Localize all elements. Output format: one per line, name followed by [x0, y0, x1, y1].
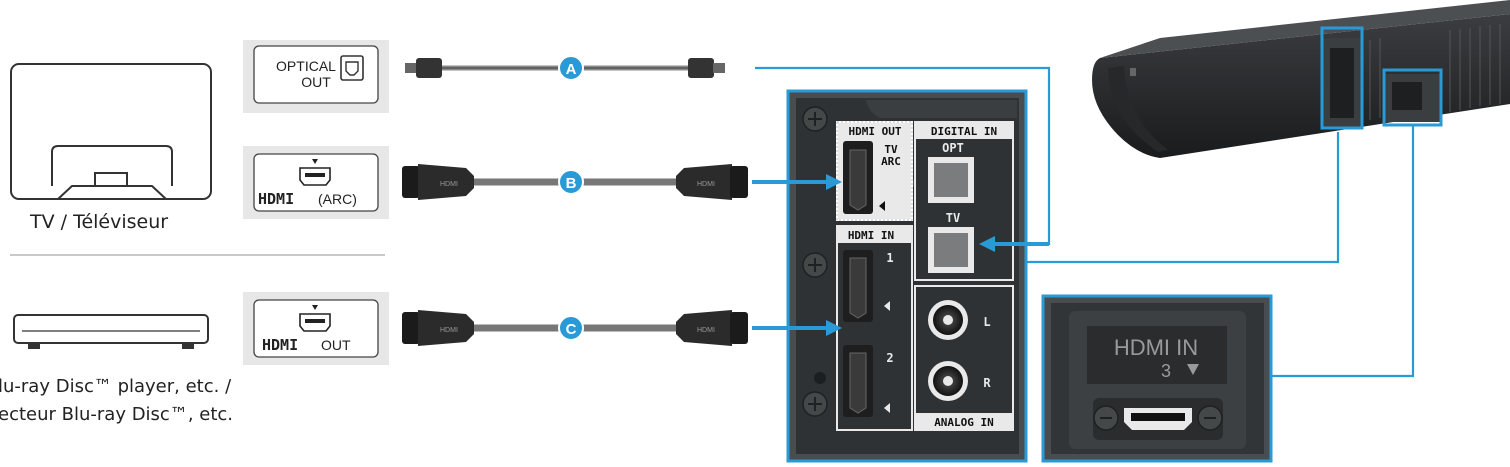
hdmi-plug-icon: HDMI [676, 310, 748, 346]
rear-panel: HDMI OUT TV ARC DIGITAL IN OPT TV HDMI I… [786, 89, 1028, 463]
panel-tv-arc-line1: TV [884, 143, 898, 156]
hdmi-port-icon [299, 167, 331, 186]
rca-jack-icon [928, 300, 968, 340]
arrow-icon [884, 403, 890, 413]
hdmi-logo-icon: HDMI [258, 190, 294, 208]
cable-c: HDMI HDMI C [402, 310, 748, 346]
svg-text:HDMI: HDMI [697, 327, 715, 334]
hdmi-plug-icon: HDMI [402, 164, 474, 200]
hdmi-arc-suffix: (ARC) [318, 191, 357, 207]
panel-hdmi-in-2: 2 [886, 351, 893, 365]
cable-marker-a: A [566, 61, 577, 78]
hdmi-plug-icon: HDMI [402, 310, 474, 346]
panel-tv-label: TV [946, 211, 960, 225]
svg-text:HDMI: HDMI [440, 327, 458, 334]
hdmi-logo-icon: HDMI [262, 336, 298, 354]
panel-hdmi-in-label: HDMI IN [848, 229, 894, 242]
hdmi-plug-icon: HDMI [676, 164, 748, 200]
hdmi-port-icon [1124, 408, 1192, 430]
arrow-icon [884, 301, 890, 311]
tv-icon [10, 63, 212, 200]
soundbar-icon [1092, 0, 1510, 158]
panel-tv-arc-line2: ARC [881, 155, 901, 168]
panel-analog-r: R [983, 376, 991, 390]
connection-arrows [752, 174, 1049, 336]
cable-marker-c: C [566, 321, 577, 338]
arrow-icon [1187, 364, 1199, 375]
optical-out-box: OPTICAL OUT [243, 40, 389, 113]
side-hdmi-in-line1: HDMI IN [1114, 335, 1198, 360]
hdmi-port-icon [299, 313, 331, 332]
hdmi-port-icon [843, 141, 873, 214]
bluray-label-line1: lu-ray Disc™ player, etc. / [0, 376, 232, 397]
svg-text:HDMI: HDMI [697, 181, 715, 188]
optical-plug-icon [405, 58, 442, 78]
hdmi-arc-box: HDMI (ARC) [243, 146, 389, 219]
tv-label: TV / Téléviseur [30, 211, 169, 233]
panel-opt-label: OPT [942, 141, 964, 155]
panel-analog-l: L [983, 315, 990, 329]
hdmi-port-icon [843, 250, 873, 322]
arrow-icon [879, 201, 885, 211]
hdmi-port-icon [843, 345, 873, 417]
cable-b: HDMI HDMI B [402, 164, 748, 200]
bluray-player-icon [13, 314, 209, 349]
side-panel: HDMI IN 3 [1041, 294, 1273, 463]
arrow-icon [312, 305, 318, 310]
cable-a: A [405, 55, 725, 81]
hdmi-out-box: HDMI OUT [243, 292, 389, 365]
optical-out-line2: OUT [301, 74, 331, 90]
optical-out-line1: OPTICAL [276, 58, 336, 74]
panel-digital-in-label: DIGITAL IN [931, 125, 997, 138]
rca-jack-icon [928, 361, 968, 401]
hdmi-out-suffix: OUT [321, 337, 351, 353]
panel-hdmi-in-1: 1 [886, 251, 893, 265]
optical-plug-icon [688, 58, 725, 78]
panel-hdmi-out-label: HDMI OUT [849, 125, 902, 138]
panel-analog-in-label: ANALOG IN [934, 416, 994, 429]
bluray-label-line2: ecteur Blu-ray Disc™, etc. [0, 404, 234, 425]
cable-marker-b: B [566, 175, 577, 192]
svg-text:HDMI: HDMI [440, 181, 458, 188]
arrow-icon [312, 159, 318, 164]
side-hdmi-in-line2: 3 [1161, 361, 1171, 381]
optical-port-icon [340, 55, 364, 81]
